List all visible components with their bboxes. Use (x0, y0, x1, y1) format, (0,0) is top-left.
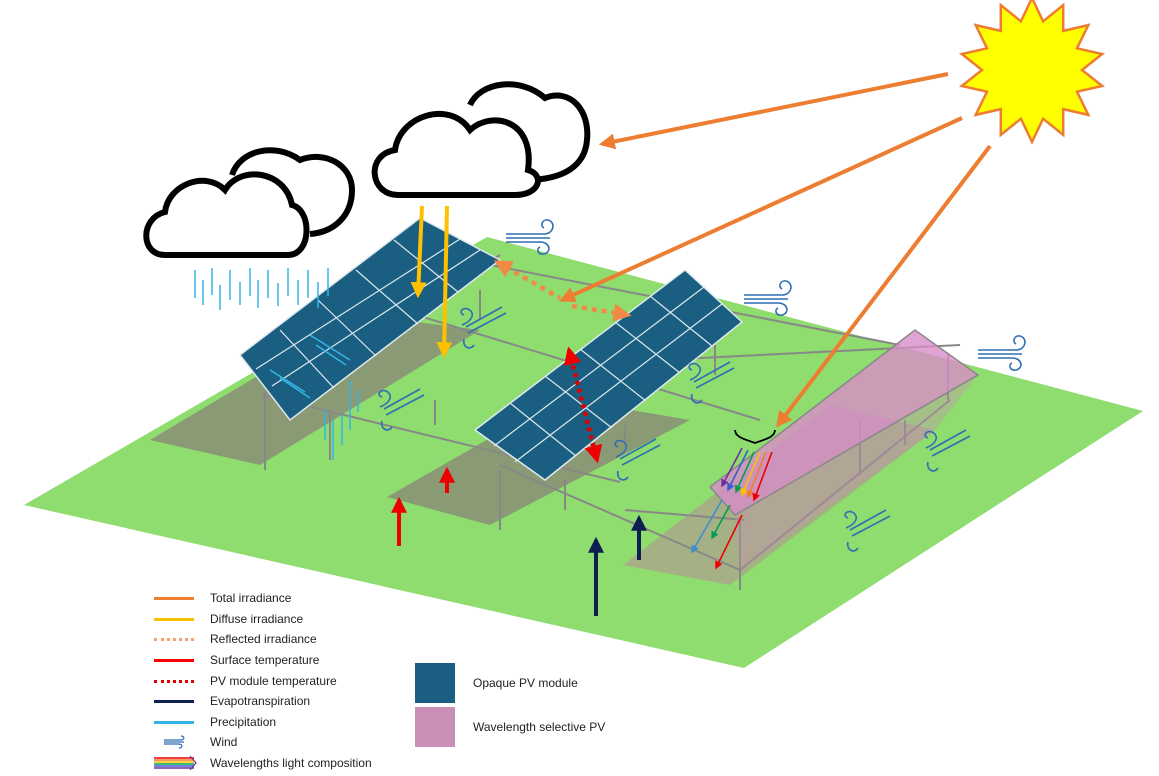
legend-item-wavelengths-light-composition: Wavelengths light composition (150, 753, 410, 774)
cloud-center-icon (371, 81, 591, 198)
surface-temperature-swatch (150, 653, 198, 667)
pv-module-temperature-label: PV module temperature (210, 673, 337, 688)
wavelengths-light-composition-swatch (150, 755, 198, 771)
diffuse-irradiance-label: Diffuse irradiance (210, 611, 304, 626)
evapotranspiration-swatch (150, 694, 198, 708)
diffuse-irradiance-arrows (410, 205, 453, 359)
precipitation-streaks (194, 268, 359, 460)
legend-item-wind: Wind (150, 732, 410, 753)
wind-icon (150, 735, 198, 750)
opaque-pv-label: Opaque PV module (473, 676, 578, 690)
evapotranspiration-arrows (588, 514, 647, 616)
selective-pv-swatch (415, 707, 455, 747)
wind-label: Wind (210, 735, 238, 750)
legend-item-surface-temperature: Surface temperature (150, 650, 410, 671)
wavelengths-light-composition-label: Wavelengths light composition (210, 756, 372, 771)
opaque-pv-swatch (415, 663, 455, 703)
total-irradiance-label: Total irradiance (210, 591, 292, 606)
legend-item-precipitation: Precipitation (150, 712, 410, 733)
legend-item-pv-module-temperature: PV module temperature (150, 670, 410, 691)
legend-item-evapotranspiration: Evapotranspiration (150, 691, 410, 712)
diffuse-irradiance-swatch (150, 612, 198, 626)
box-legend: Opaque PV module Wavelength selective PV (415, 663, 675, 751)
reflected-irradiance-label: Reflected irradiance (210, 632, 317, 647)
legend-opaque-pv: Opaque PV module (415, 663, 675, 703)
opaque-pv-panel-left (238, 217, 502, 422)
cloud-left-icon (143, 147, 356, 258)
total-irradiance-arrows (559, 72, 992, 428)
legend-item-diffuse-irradiance: Diffuse irradiance (150, 609, 410, 630)
sun-icon (958, 0, 1106, 145)
wavelength-rays (691, 429, 776, 570)
legend-selective-pv: Wavelength selective PV (415, 707, 675, 747)
precipitation-swatch (150, 715, 198, 729)
selective-pv-label: Wavelength selective PV (473, 720, 606, 734)
precipitation-label: Precipitation (210, 714, 277, 729)
evapotranspiration-label: Evapotranspiration (210, 694, 311, 709)
surface-temperature-arrows (391, 466, 455, 546)
legend-item-total-irradiance: Total irradiance (150, 588, 410, 609)
surface-temperature-label: Surface temperature (210, 653, 320, 668)
shadow-right (623, 405, 935, 585)
reflected-irradiance-swatch (150, 632, 198, 646)
reflected-irradiance-arrows (493, 260, 632, 322)
total-irradiance-swatch (150, 591, 198, 605)
pv-module-temperature-swatch (150, 674, 198, 688)
pv-module-temperature-arrow (563, 346, 603, 464)
legend-item-reflected-irradiance: Reflected irradiance (150, 629, 410, 650)
wavelength-selective-pv-panel (709, 329, 980, 570)
